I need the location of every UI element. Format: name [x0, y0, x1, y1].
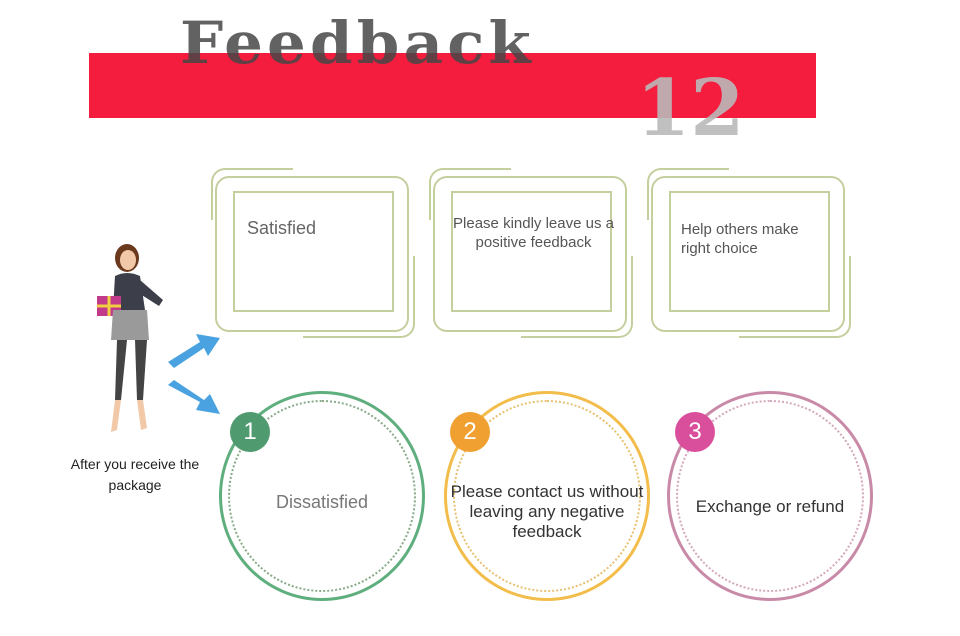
figure-caption: After you receive the package: [70, 456, 200, 493]
box-text: Satisfied: [247, 218, 317, 238]
positive-feedback-box: Please kindly leave us a positive feedba…: [429, 168, 633, 338]
step-3-badge: 3: [675, 412, 715, 452]
step-2-badge: 2: [450, 412, 490, 452]
arrows-icon: [168, 334, 220, 414]
step-2-circle: Please contact us without leaving any ne…: [444, 391, 650, 601]
step-1-badge: 1: [230, 412, 270, 452]
box-text: Help others make right choice: [681, 221, 799, 257]
help-others-box: Help others make right choice: [647, 168, 851, 338]
woman-figure-icon: [97, 244, 163, 432]
step-1-circle: Dissatisfied: [219, 391, 425, 601]
step-text: Dissatisfied: [275, 492, 369, 512]
title-banner: [89, 53, 816, 118]
page-number: 12: [636, 63, 745, 154]
step-3-circle: Exchange or refund: [667, 391, 873, 601]
step-text: Please contact us without leaving any ne…: [450, 482, 644, 541]
box-text: Please kindly leave us a positive feedba…: [453, 215, 614, 251]
satisfied-box: Satisfied: [211, 168, 415, 338]
page-title: Feedback: [180, 9, 535, 77]
step-text: Exchange or refund: [695, 497, 845, 516]
